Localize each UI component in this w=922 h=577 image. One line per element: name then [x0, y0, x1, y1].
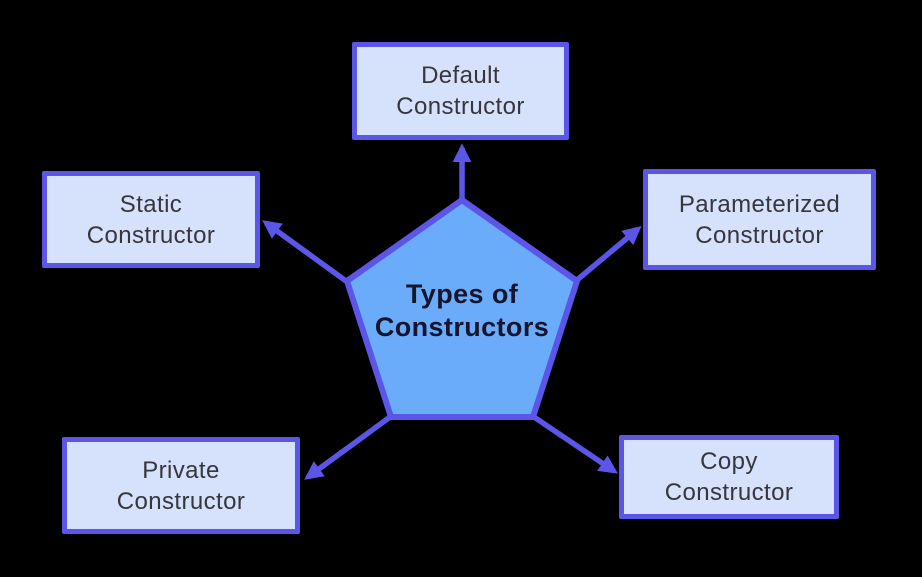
arrow-to-static-constructor — [262, 220, 348, 284]
pentagon-shape — [344, 197, 580, 420]
arrow-to-private-constructor — [304, 414, 392, 480]
arrow-to-copy-constructor — [532, 414, 618, 474]
node-parameterized-constructor: Parameterized Constructor — [643, 169, 876, 270]
node-static-constructor-label: Static Constructor — [86, 190, 216, 249]
node-default-constructor: Default Constructor — [352, 42, 569, 140]
node-private-constructor: Private Constructor — [62, 437, 300, 534]
node-private-constructor-label: Private Constructor — [116, 456, 246, 515]
node-parameterized-constructor-label: Parameterized Constructor — [678, 190, 841, 249]
node-copy-constructor: Copy Constructor — [619, 435, 839, 519]
node-default-constructor-label: Default Constructor — [396, 62, 525, 120]
node-static-constructor: Static Constructor — [42, 171, 260, 268]
arrow-to-parameterized-constructor — [575, 226, 642, 283]
center-label: Types of Constructors — [374, 279, 550, 342]
node-copy-constructor-label: Copy Constructor — [664, 448, 794, 506]
